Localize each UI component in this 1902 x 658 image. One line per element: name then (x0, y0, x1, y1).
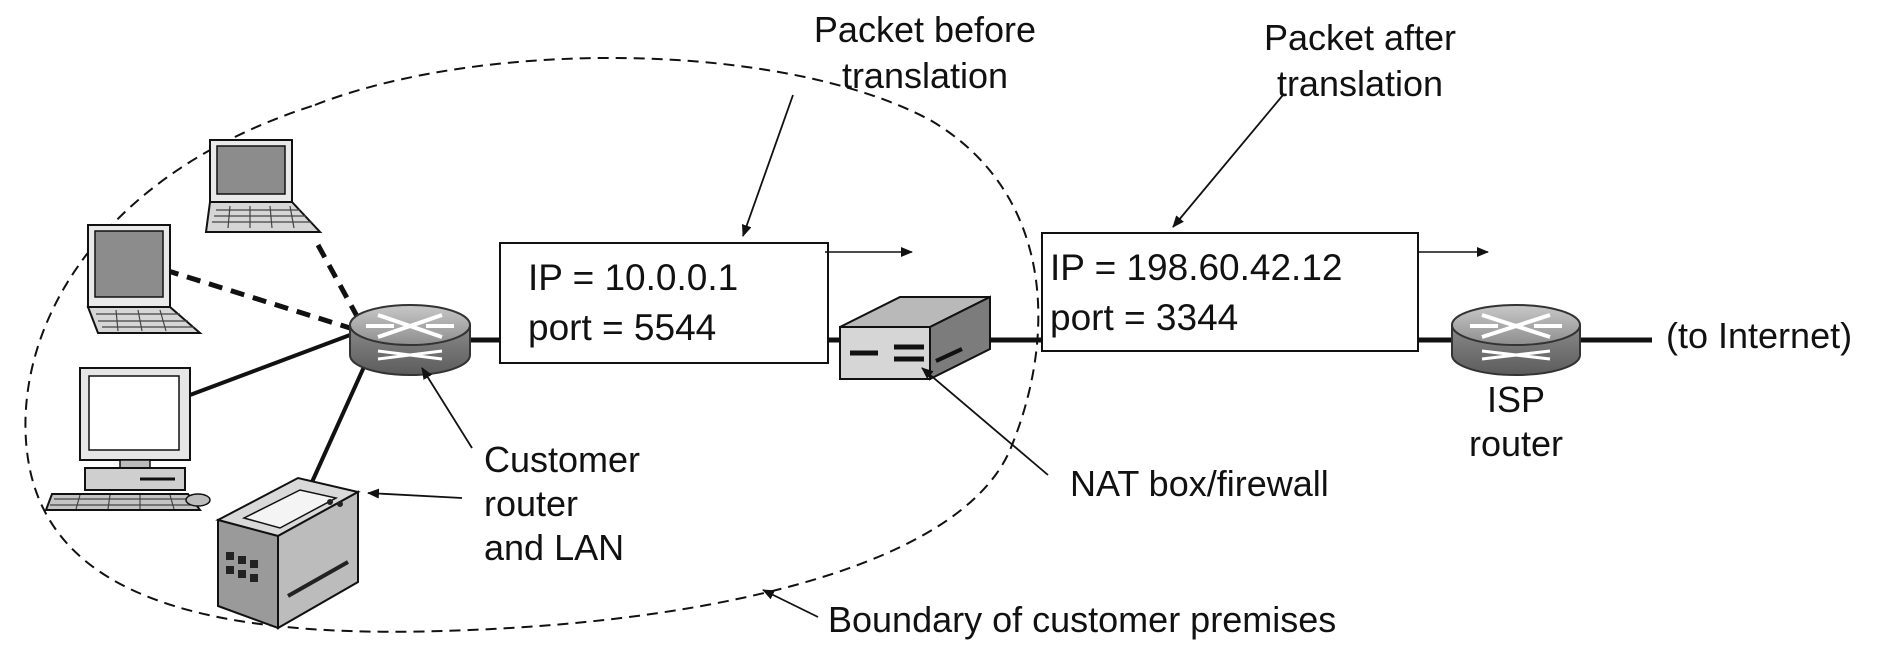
customer-premises-boundary (24, 57, 1040, 633)
packet-after-ip: IP = 198.60.42.12 (1050, 247, 1343, 288)
router-icon (349, 304, 471, 376)
packet-before-ip: IP = 10.0.0.1 (528, 257, 738, 298)
customer-router-label-line3: and LAN (484, 527, 624, 568)
packet-before-label-line2: translation (842, 55, 1008, 96)
desktop-computer-icon (44, 367, 211, 511)
to-internet-label: (to Internet) (1666, 315, 1852, 356)
packet-after-label-line2: translation (1277, 63, 1443, 104)
isp-router-label-line2: router (1469, 423, 1563, 464)
packet-after-port: port = 3344 (1050, 297, 1238, 338)
laptop-icon (86, 224, 203, 334)
boundary-label: Boundary of customer premises (828, 599, 1336, 640)
customer-router-label-line1: Customer (484, 439, 640, 480)
packet-before-label-line1: Packet before (814, 9, 1036, 50)
packet-after-box: IP = 198.60.42.12 port = 3344 (1041, 232, 1419, 352)
isp-router-label-line1: ISP (1487, 379, 1545, 420)
callout-arrows (367, 94, 1284, 618)
nat-box-label: NAT box/firewall (1070, 463, 1329, 504)
packet-before-box: IP = 10.0.0.1 port = 5544 (499, 242, 829, 364)
packet-after-label-line1: Packet after (1264, 17, 1456, 58)
printer-icon (215, 476, 361, 630)
laptop-icon (204, 139, 323, 233)
network-links (164, 243, 1652, 483)
nat-box-icon (839, 295, 991, 381)
router-icon (1451, 304, 1581, 376)
packet-before-port: port = 5544 (528, 307, 716, 348)
customer-router-label-line2: router (484, 483, 578, 524)
